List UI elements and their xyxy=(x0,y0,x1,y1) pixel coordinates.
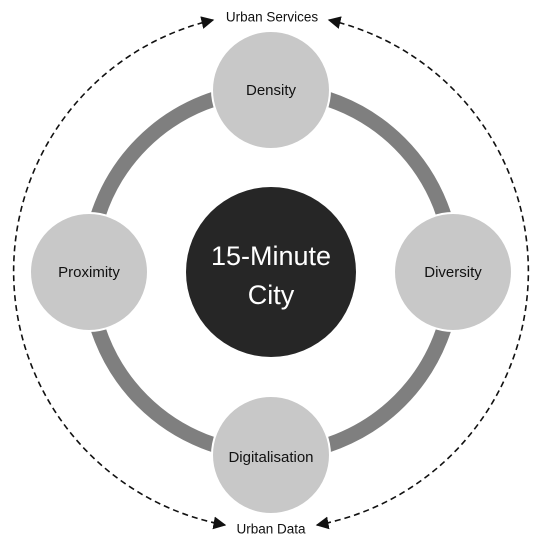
outer-label-urban-data: Urban Data xyxy=(236,522,306,537)
node-density: Density xyxy=(211,30,331,150)
node-proximity: Proximity xyxy=(29,212,149,332)
node-proximity-label: Proximity xyxy=(58,264,120,281)
node-diversity: Diversity xyxy=(393,212,513,332)
node-diversity-label: Diversity xyxy=(424,264,482,281)
center-node: 15-Minute City xyxy=(186,187,356,357)
center-label-line2: City xyxy=(248,280,295,310)
node-digitalisation: Digitalisation xyxy=(211,395,331,515)
outer-label-urban-services: Urban Services xyxy=(226,10,319,25)
outer-dashed-arc-right xyxy=(315,16,530,530)
node-digitalisation-label: Digitalisation xyxy=(228,449,313,466)
outer-dashed-arc-left xyxy=(12,16,227,530)
node-density-label: Density xyxy=(246,82,297,99)
center-label-line1: 15-Minute xyxy=(211,241,331,271)
